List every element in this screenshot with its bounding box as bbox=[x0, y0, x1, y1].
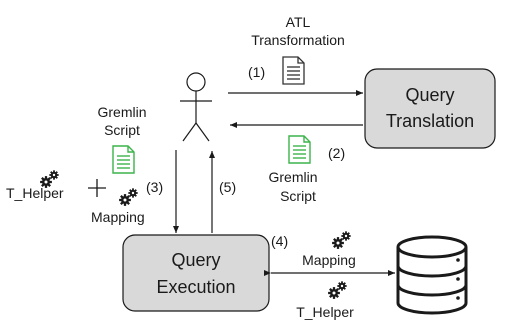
mapping-label-left: Mapping bbox=[91, 209, 145, 225]
step-3-label: (3) bbox=[146, 179, 163, 195]
query-execution-box: Query Execution bbox=[122, 234, 270, 312]
query-execution-label-line1: Query bbox=[171, 250, 220, 270]
gremlin-script-right-label-line2: Script bbox=[280, 188, 316, 204]
t-helper-label-left: T_Helper bbox=[6, 185, 64, 201]
mapping-gear-icon-right bbox=[332, 231, 351, 249]
mapping-label-right: Mapping bbox=[302, 252, 356, 268]
mapping-gear-icon-left bbox=[119, 188, 138, 206]
gremlin-script-label-line2: Script bbox=[104, 122, 140, 138]
atl-document-icon bbox=[282, 56, 305, 85]
atl-transformation-label-line1: ATL bbox=[286, 14, 311, 30]
query-translation-label-line1: Query bbox=[405, 85, 454, 105]
gremlin-script-right-label-line1: Gremlin bbox=[268, 169, 317, 185]
step-4-label: (4) bbox=[271, 233, 288, 249]
query-translation-label-line2: Translation bbox=[386, 111, 474, 131]
plus-icon bbox=[88, 179, 106, 197]
step-2-label: (2) bbox=[328, 145, 345, 161]
t-helper-gear-icon-bottom bbox=[328, 281, 347, 299]
query-execution-label-line2: Execution bbox=[156, 277, 235, 297]
step-5-label: (5) bbox=[219, 179, 236, 195]
gremlin-script-label-line1: Gremlin bbox=[97, 104, 146, 120]
query-translation-box: Query Translation bbox=[364, 68, 496, 149]
atl-transformation-label-line2: Transformation bbox=[251, 32, 345, 48]
t-helper-label-bottom: T_Helper bbox=[296, 304, 354, 320]
database-icon bbox=[396, 235, 468, 315]
step-1-label: (1) bbox=[248, 64, 265, 80]
gremlin-script-document-icon-right bbox=[288, 135, 311, 164]
person-icon bbox=[180, 72, 212, 142]
gremlin-script-document-icon bbox=[112, 145, 135, 174]
